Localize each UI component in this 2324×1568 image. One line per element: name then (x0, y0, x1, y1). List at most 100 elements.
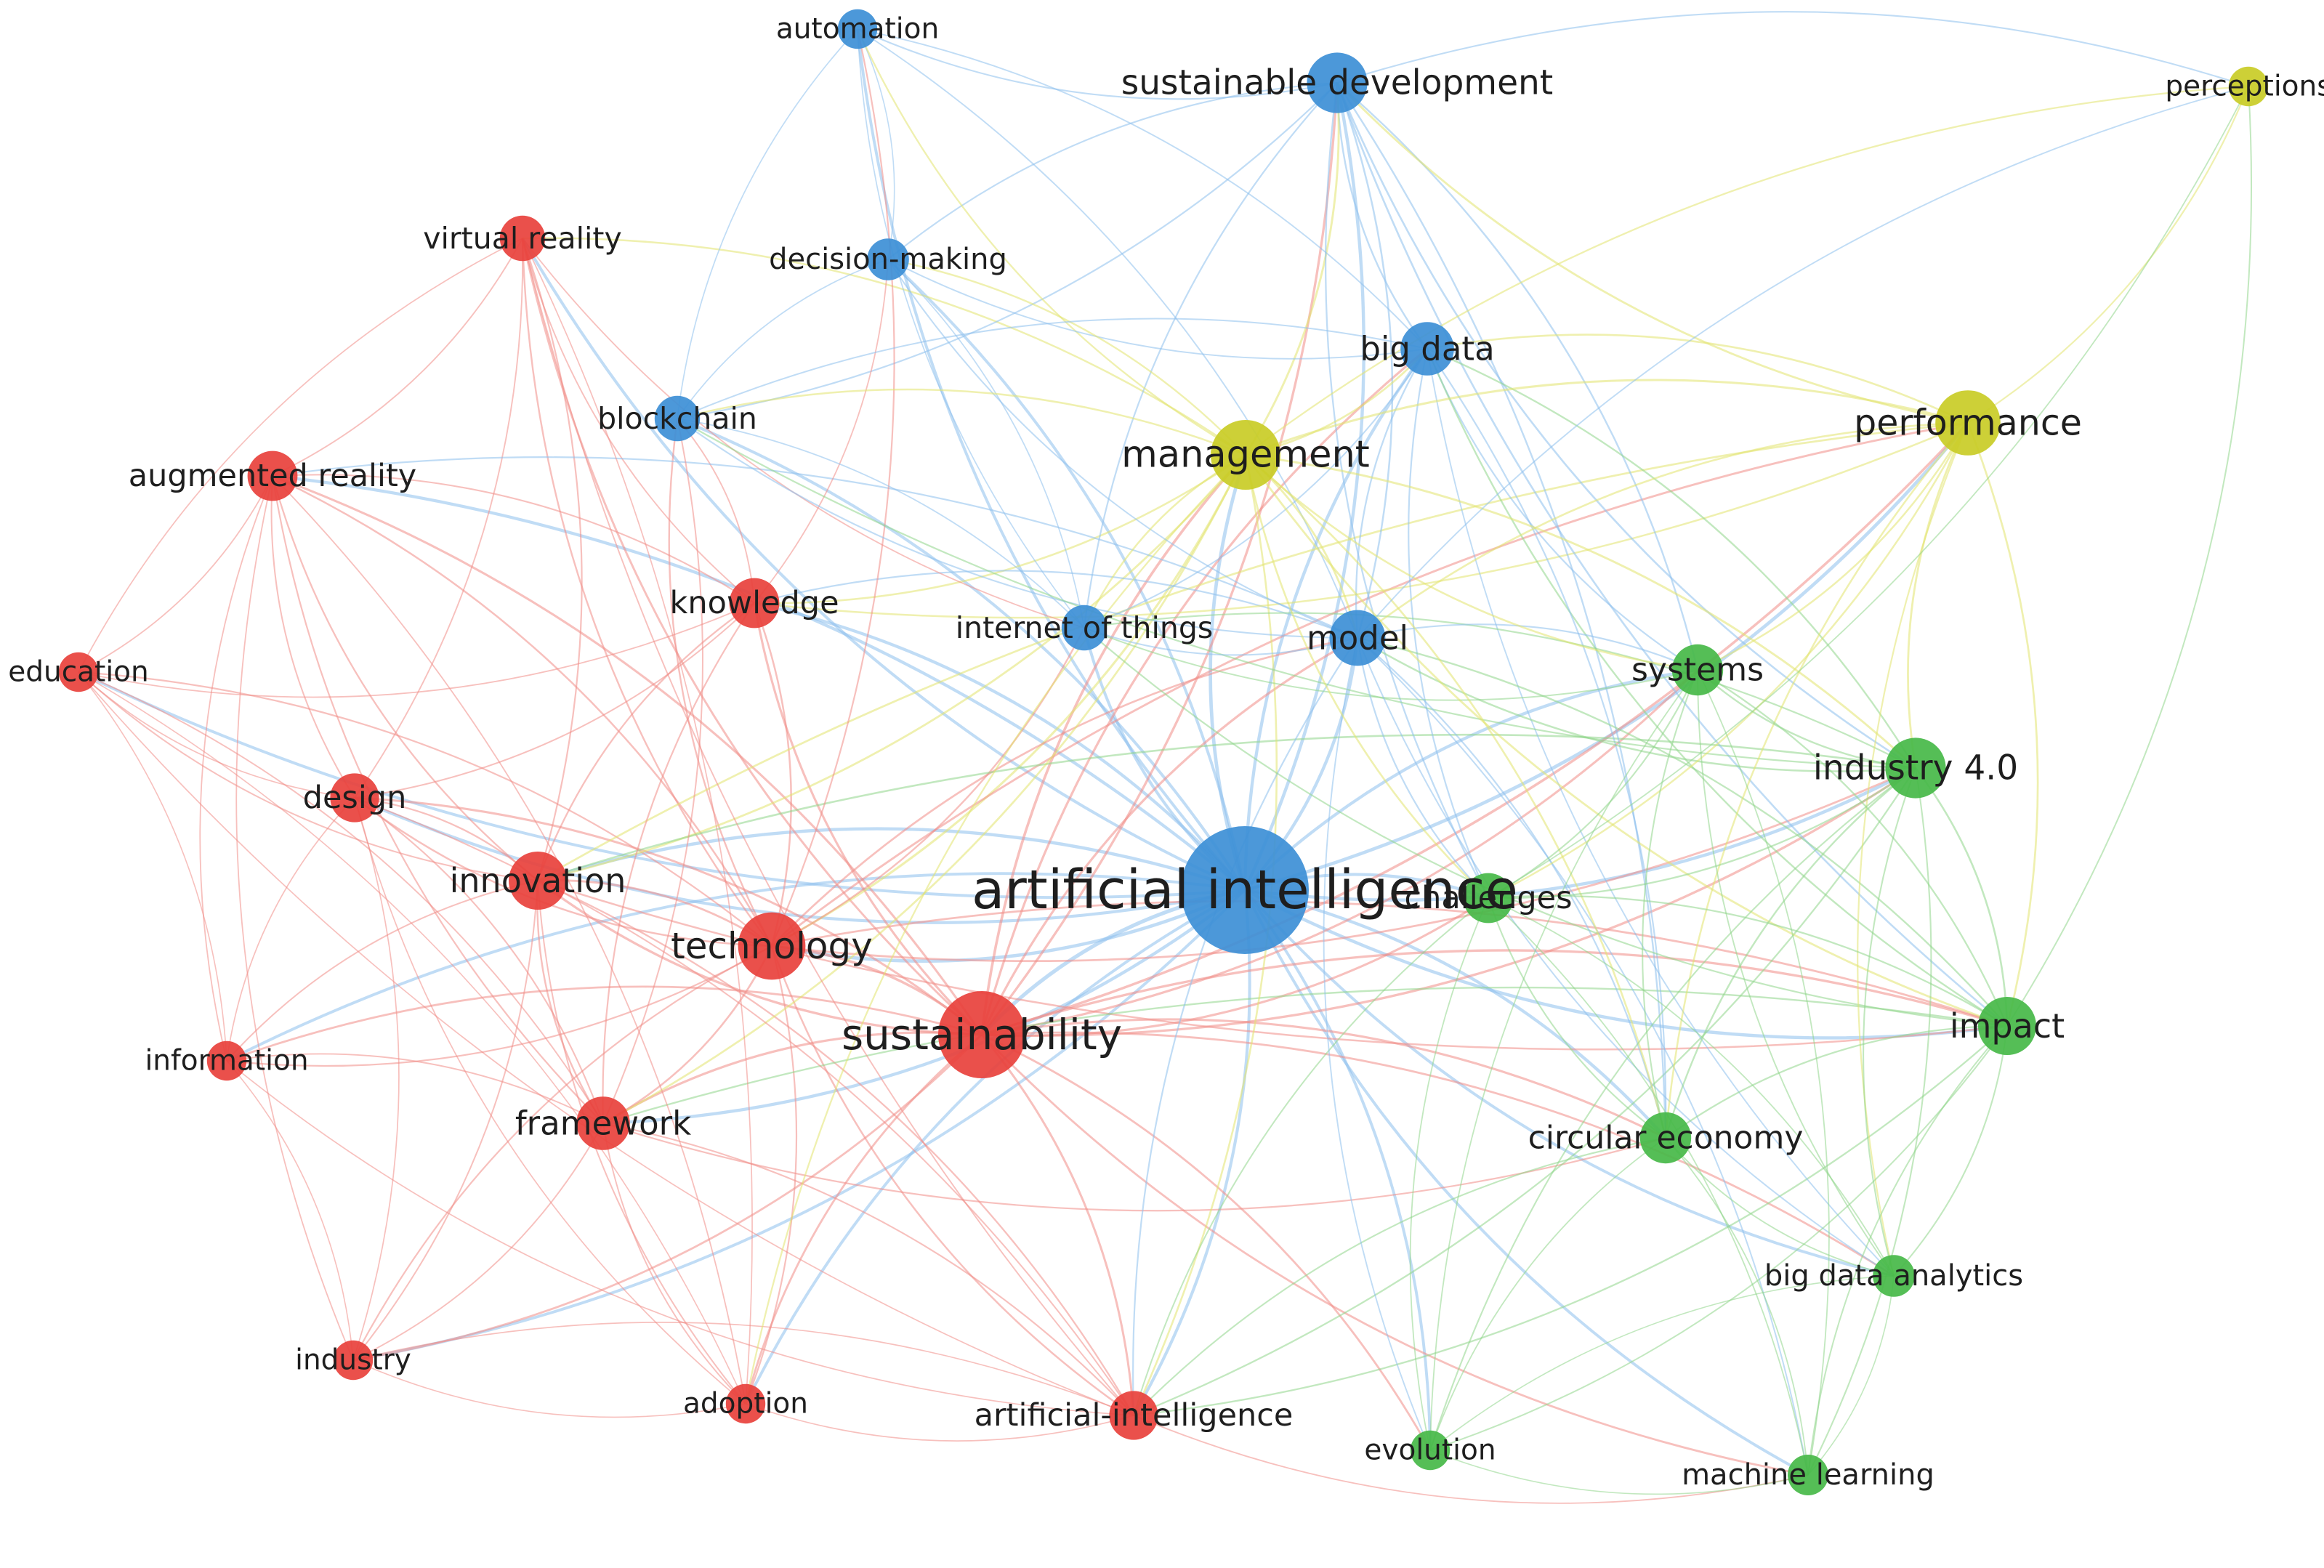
node-automation[interactable] (837, 9, 878, 49)
edge-knowledge-education (78, 602, 755, 698)
edge-innovation-framework (536, 880, 605, 1124)
edge-challenges-impact (1488, 894, 2008, 1027)
label-performance: performance (1854, 403, 2082, 444)
edge-framework-augmented (271, 475, 604, 1124)
edge-ai-framework (602, 889, 1246, 1126)
node-information[interactable] (206, 1040, 247, 1081)
edge-ai-bigdata (1243, 347, 1429, 891)
node-ml[interactable] (1788, 1455, 1828, 1495)
label-knowledge: knowledge (669, 585, 839, 621)
label-challenges: challenges (1405, 880, 1573, 916)
edge-circular-evolution (1429, 1137, 1666, 1451)
node-augmented[interactable] (247, 450, 298, 501)
edge-systems-bda (1697, 669, 1895, 1277)
edge-augmented-industry (235, 475, 354, 1361)
edge-performance-perceptions (1967, 86, 2250, 424)
edge-sustainability-ml (980, 1034, 1809, 1476)
node-technology[interactable] (738, 912, 806, 980)
node-iot[interactable] (1061, 605, 1107, 651)
node-decision[interactable] (867, 238, 909, 280)
edge-ai-decision (887, 258, 1246, 891)
edge-technology-industry (352, 945, 772, 1361)
edge-sustainability-augmented (272, 474, 983, 1035)
edge-model-systems (1357, 623, 1698, 671)
edge-management-challenges (1244, 454, 1489, 899)
node-artificial-intelligence[interactable] (1109, 1391, 1158, 1440)
edge-knowledge-performance (754, 421, 1969, 619)
node-bda[interactable] (1873, 1255, 1915, 1297)
node-sustainability[interactable] (938, 991, 1025, 1078)
label-iot: internet of things (956, 610, 1214, 645)
edge-information-industry (226, 1060, 354, 1361)
edge-ai-industry40 (1244, 767, 1917, 902)
node-performance[interactable] (1935, 390, 2001, 456)
edge-sustainability-virtual (521, 238, 983, 1036)
edge-sustainability-impact (981, 949, 2008, 1036)
edge-sustainability-challenges (981, 897, 1489, 1037)
node-perceptions[interactable] (2228, 66, 2269, 107)
edge-sustainability-design (354, 796, 983, 1036)
edge-blockchain-framework (602, 418, 703, 1124)
edge-ai-evolution (1243, 889, 1432, 1451)
edge-impact-ml (1807, 1025, 2008, 1476)
edge-innovation-virtual (521, 238, 583, 881)
node-adoption[interactable] (725, 1383, 766, 1424)
edge-ai-adoption (744, 889, 1246, 1405)
node-challenges[interactable] (1463, 873, 1514, 924)
edge-artificial-intelligence-circular (1133, 1136, 1666, 1416)
edge-ai-augmented (272, 474, 1246, 892)
edge-technology-virtual (521, 238, 772, 947)
edge-framework-adoption (602, 1123, 746, 1405)
edge-model-ml (1357, 637, 1809, 1476)
label-decision: decision-making (769, 243, 1007, 276)
label-automation: automation (776, 13, 939, 46)
edge-ai-innovation (537, 827, 1246, 892)
node-innovation[interactable] (509, 852, 567, 910)
node-ai[interactable] (1181, 826, 1309, 954)
edge-sustdev-automation (857, 28, 1338, 100)
node-virtual[interactable] (499, 215, 546, 262)
edge-design-education (78, 671, 355, 799)
node-impact[interactable] (1978, 997, 2036, 1055)
edge-challenges-ml (1488, 897, 1809, 1476)
edge-model-performance (1357, 421, 1969, 639)
edge-bigdata-industry40 (1427, 347, 1917, 769)
node-framework[interactable] (576, 1096, 630, 1150)
node-industry40[interactable] (1885, 737, 1946, 799)
edge-systems-ml (1697, 669, 1830, 1476)
node-bigdata[interactable] (1400, 322, 1454, 376)
label-augmented: augmented reality (129, 458, 417, 494)
node-knowledge[interactable] (729, 578, 780, 629)
node-systems[interactable] (1671, 644, 1724, 696)
node-design[interactable] (330, 773, 379, 823)
edge-technology-industry40 (771, 767, 1916, 963)
node-education[interactable] (58, 652, 99, 692)
edge-challenges-evolution (1409, 897, 1489, 1451)
edge-ai-impact (1243, 889, 2008, 1040)
node-sustdev[interactable] (1307, 52, 1368, 113)
edge-innovation-management (537, 454, 1247, 882)
edge-technology-knowledge (753, 602, 792, 947)
edge-ai-blockchain (677, 417, 1246, 892)
edge-technology-augmented (272, 474, 773, 947)
edge-bigdata-challenges (1408, 348, 1490, 899)
node-circular[interactable] (1639, 1112, 1692, 1164)
edge-bigdata-bda (1427, 348, 1895, 1277)
edge-sustainability-evolution (981, 1033, 1432, 1451)
edge-ai-virtual (521, 237, 1246, 892)
edge-innovation-education (78, 671, 538, 881)
edge-innovation-industry (352, 880, 538, 1361)
node-evolution[interactable] (1410, 1430, 1451, 1471)
edge-virtual-adoption (522, 238, 753, 1405)
node-blockchain[interactable] (654, 395, 701, 442)
edge-automation-bigdata (857, 28, 1428, 349)
label-industry40: industry 4.0 (1813, 748, 2018, 788)
edge-management-perceptions (1245, 85, 2249, 456)
edge-virtual-education (78, 238, 523, 673)
label-ml: machine learning (1682, 1458, 1934, 1492)
node-management[interactable] (1211, 420, 1280, 490)
edge-design-information (226, 797, 355, 1062)
node-model[interactable] (1329, 610, 1386, 666)
node-industry[interactable] (333, 1340, 374, 1381)
edge-sustainability-model (980, 637, 1358, 1035)
